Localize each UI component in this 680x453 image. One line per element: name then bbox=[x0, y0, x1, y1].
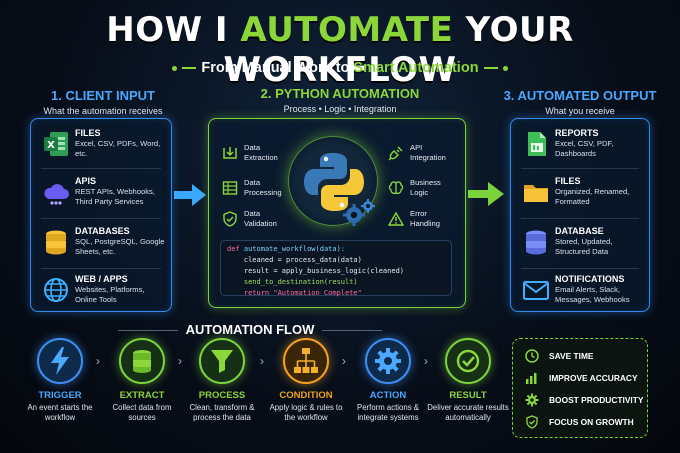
database-icon bbox=[133, 350, 151, 373]
code-snippet: def automate_workflow(data): cleaned = p… bbox=[220, 240, 452, 297]
lightning-icon bbox=[51, 347, 69, 375]
database-icon bbox=[46, 230, 66, 255]
shield-check-icon bbox=[223, 211, 237, 227]
chevron-right-icon: › bbox=[342, 354, 346, 368]
globe-icon bbox=[44, 278, 68, 302]
svg-text:X: X bbox=[47, 140, 55, 151]
page-subtitle: From Manual Work to Smart Automation bbox=[0, 60, 680, 76]
shield-check-icon bbox=[526, 415, 538, 429]
client-input-header: 1. CLIENT INPUT What the automation rece… bbox=[43, 88, 163, 116]
python-icon bbox=[304, 153, 364, 211]
report-icon bbox=[528, 132, 546, 156]
input-to-process-arrow bbox=[174, 184, 206, 206]
warning-icon bbox=[388, 211, 404, 226]
gear-icon bbox=[525, 393, 539, 407]
python-logo bbox=[288, 136, 378, 226]
flow-step-result: RESULT Deliver accurate results automati… bbox=[422, 338, 514, 423]
flow-step-extract: EXTRACT Collect data from sources bbox=[96, 338, 188, 423]
flowchart-icon bbox=[294, 348, 318, 373]
flow-step-condition: CONDITION Apply logic & rules to the wor… bbox=[260, 338, 352, 423]
clock-icon bbox=[525, 349, 539, 363]
chevron-right-icon: › bbox=[424, 354, 428, 368]
flow-step-action: ACTION Perform actions & integrate syste… bbox=[342, 338, 434, 423]
plug-icon bbox=[388, 146, 403, 161]
check-icon bbox=[456, 349, 480, 373]
chevron-right-icon: › bbox=[178, 354, 182, 368]
chevron-right-icon: › bbox=[260, 354, 264, 368]
funnel-icon bbox=[211, 350, 233, 373]
chevron-right-icon: › bbox=[96, 354, 100, 368]
flow-step-trigger: TRIGGER An event starts the workflow bbox=[14, 338, 106, 423]
database-icon bbox=[526, 230, 546, 255]
gear-icon bbox=[375, 348, 401, 374]
benefits-box: SAVE TIME IMPROVE ACCURACY BOOST PRODUCT… bbox=[512, 338, 648, 438]
table-icon bbox=[222, 181, 238, 195]
folder-icon bbox=[524, 185, 548, 202]
process-to-output-arrow bbox=[468, 182, 504, 206]
flow-step-process: PROCESS Clean, transform & process the d… bbox=[176, 338, 268, 423]
python-automation-header: 2. PYTHON AUTOMATION Process • Logic • I… bbox=[260, 86, 420, 114]
gears-icon bbox=[343, 199, 375, 226]
page-title: HOW I AUTOMATE YOUR WORKFLOW bbox=[106, 10, 574, 90]
excel-file-icon: X bbox=[44, 132, 68, 156]
chart-icon bbox=[526, 373, 537, 384]
brain-icon bbox=[388, 181, 404, 195]
automation-flow-heading: AUTOMATION FLOW bbox=[0, 322, 500, 337]
extraction-icon bbox=[223, 147, 237, 159]
mail-icon bbox=[523, 281, 549, 300]
automated-output-header: 3. AUTOMATED OUTPUT What you receive bbox=[503, 88, 657, 116]
cloud-api-icon bbox=[44, 184, 69, 205]
